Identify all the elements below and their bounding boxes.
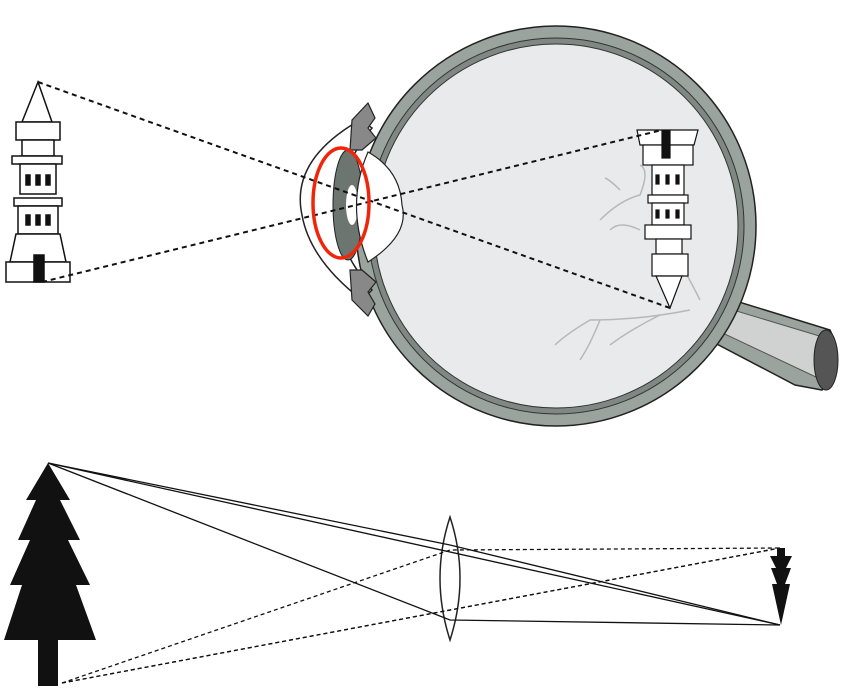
retinal-blood-vessels xyxy=(554,164,701,361)
highlight-ring-lens xyxy=(311,146,371,260)
convex-lens xyxy=(439,514,461,643)
eyeball xyxy=(299,25,839,427)
crystalline-lens xyxy=(355,151,404,263)
retinal-image-tower-inverted xyxy=(636,129,699,310)
eye-light-rays xyxy=(37,81,671,309)
tree-image-inverted xyxy=(770,548,792,625)
tree-object xyxy=(4,463,96,686)
iris-bottom xyxy=(349,269,377,317)
dashed-rays xyxy=(61,547,781,684)
solid-rays xyxy=(47,462,781,626)
iris-top xyxy=(349,101,377,151)
tower-object xyxy=(5,79,71,283)
optic-nerve-end xyxy=(813,329,839,391)
